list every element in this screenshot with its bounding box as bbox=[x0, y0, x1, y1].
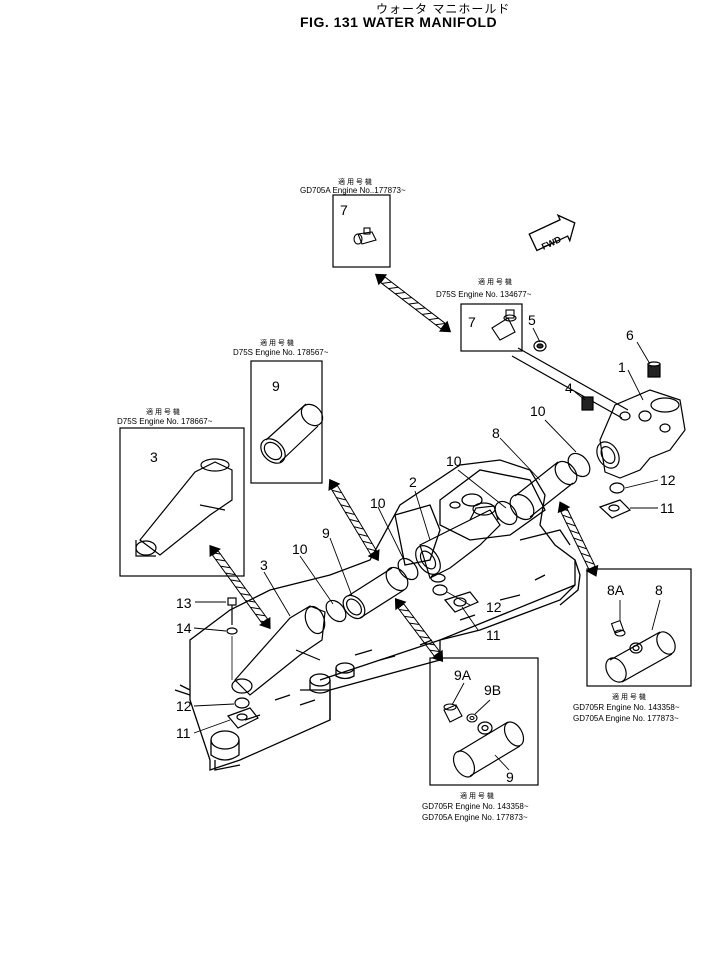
seal-ring-10-d bbox=[325, 599, 347, 623]
inset-d75s9-line2: D75S Engine No. 178567~ bbox=[233, 348, 329, 357]
plug-part-9a bbox=[443, 703, 463, 723]
callout-13: 13 bbox=[176, 595, 192, 611]
pipe-part-9-bottom bbox=[452, 721, 525, 778]
callout-10-a: 10 bbox=[530, 403, 546, 419]
pipe-part-9 bbox=[342, 566, 409, 620]
callout-11-a: 11 bbox=[660, 500, 675, 516]
callout-1: 1 bbox=[618, 359, 626, 375]
inset-labels: 適 用 号 機 GD705A Engine No..177873~ 7 適 用 … bbox=[117, 177, 680, 822]
callout-6: 6 bbox=[626, 327, 634, 343]
seal-ring-10-c bbox=[397, 557, 419, 581]
inset-top-part: 7 bbox=[340, 202, 348, 218]
inset-box-d75s-3 bbox=[119, 427, 245, 577]
inset-bottom-part-9b: 9B bbox=[484, 682, 501, 698]
callout-9: 9 bbox=[322, 525, 330, 541]
callout-10-c: 10 bbox=[370, 495, 386, 511]
manifold-main-assembly bbox=[226, 340, 686, 729]
callout-3: 3 bbox=[260, 557, 268, 573]
callout-12-b: 12 bbox=[486, 599, 502, 615]
inset-bottom-part-9: 9 bbox=[506, 769, 514, 785]
sensor-part-7-top bbox=[353, 227, 377, 245]
inset-bottom-line1: 適 用 号 機 bbox=[460, 791, 494, 800]
title-japanese: ウォータ マニホールド bbox=[376, 2, 511, 16]
inset-d75s3-line1: 適 用 号 機 bbox=[146, 407, 180, 416]
tee-housing-part-2 bbox=[415, 502, 501, 583]
inset-box-right-8 bbox=[586, 568, 692, 687]
leader-lines bbox=[193, 327, 661, 771]
callout-11-b: 11 bbox=[486, 627, 501, 643]
washer-part-12-left bbox=[234, 697, 250, 709]
plug-part-4 bbox=[581, 396, 594, 411]
callout-8: 8 bbox=[492, 425, 500, 441]
inset-d75s7-line2: D75S Engine No. 134677~ bbox=[436, 290, 532, 299]
elbow-part-3 bbox=[231, 605, 326, 696]
inset-top-line1: 適 用 号 機 bbox=[338, 177, 372, 186]
fwd-arrow-icon bbox=[528, 213, 576, 252]
gasket-part-11-right bbox=[598, 499, 632, 519]
figure-title: FIG. 131 WATER MANIFOLD bbox=[300, 14, 498, 30]
bolt-part-13 bbox=[227, 597, 237, 625]
gasket-part-11-mid bbox=[443, 591, 479, 613]
callout-14: 14 bbox=[176, 620, 192, 636]
washer-part-9b bbox=[466, 713, 478, 723]
gasket-part-11-left bbox=[226, 707, 259, 729]
inset-d75s9-part: 9 bbox=[272, 378, 280, 394]
washer-part-14 bbox=[226, 627, 238, 635]
arrow-top-inset bbox=[374, 273, 452, 333]
inset-bottom-part-9a: 9A bbox=[454, 667, 472, 683]
callout-11-c: 11 bbox=[176, 725, 191, 741]
pipe-part-8 bbox=[509, 460, 578, 521]
inset-right-part-8a: 8A bbox=[607, 582, 625, 598]
thermostat-rod bbox=[511, 347, 629, 419]
engine-block bbox=[174, 459, 581, 771]
callout-10-b: 10 bbox=[446, 453, 462, 469]
outlet-housing-part-1 bbox=[596, 389, 686, 479]
nut-part-5 bbox=[533, 340, 547, 352]
inset-d75s3-line2: D75S Engine No. 178667~ bbox=[117, 417, 213, 426]
inset-box-d75s-7 bbox=[460, 303, 523, 352]
inset-d75s7-line1: 適 用 号 機 bbox=[478, 277, 512, 286]
inset-right-line2: GD705R Engine No. 143358~ bbox=[573, 703, 680, 712]
inset-right-line3: GD705A Engine No. 177873~ bbox=[573, 714, 679, 723]
callout-4: 4 bbox=[565, 380, 573, 396]
inset-box-bottom-9 bbox=[429, 657, 539, 786]
inset-d75s7-part: 7 bbox=[468, 314, 476, 330]
callout-2: 2 bbox=[409, 474, 417, 490]
pipe-part-9-inset bbox=[260, 403, 324, 464]
seal-ring-10-b bbox=[494, 500, 518, 526]
inset-bottom-line3: GD705A Engine No. 177873~ bbox=[422, 813, 528, 822]
callout-12-a: 12 bbox=[660, 472, 676, 488]
inset-box-top bbox=[332, 194, 391, 268]
inset-d75s9-line1: 適 用 号 機 bbox=[260, 338, 294, 347]
inset-right-part-8: 8 bbox=[655, 582, 663, 598]
pipe-part-8-inset bbox=[605, 631, 676, 683]
arrow-d75s-9 bbox=[328, 478, 380, 562]
inset-bottom-line2: GD705R Engine No. 143358~ bbox=[422, 802, 529, 811]
inset-d75s3-part: 3 bbox=[150, 449, 158, 465]
inset-box-d75s-9 bbox=[250, 360, 324, 484]
inset-right-line1: 適 用 号 機 bbox=[612, 692, 646, 701]
callout-5: 5 bbox=[528, 312, 536, 328]
elbow-part-3-inset bbox=[135, 458, 233, 557]
arrow-d75s-3 bbox=[209, 544, 271, 630]
arrow-right-8 bbox=[557, 501, 599, 577]
cap-part-6 bbox=[647, 361, 661, 378]
arrow-bottom-9 bbox=[394, 598, 444, 662]
callout-numbers: 1 2 3 4 5 6 8 9 10 10 10 10 11 11 11 12 … bbox=[176, 312, 676, 741]
fwd-label: FWD bbox=[540, 234, 563, 252]
sensor-part-7-d75s bbox=[491, 309, 517, 341]
reference-arrows bbox=[209, 273, 599, 662]
washer-part-12-mid bbox=[432, 584, 448, 596]
callout-10-d: 10 bbox=[292, 541, 308, 557]
plug-part-8a bbox=[610, 619, 626, 637]
inset-top-line2: GD705A Engine No..177873~ bbox=[300, 186, 406, 195]
seal-ring-10-a bbox=[567, 452, 591, 478]
callout-12-c: 12 bbox=[176, 698, 192, 714]
washer-part-12-right bbox=[609, 482, 625, 494]
